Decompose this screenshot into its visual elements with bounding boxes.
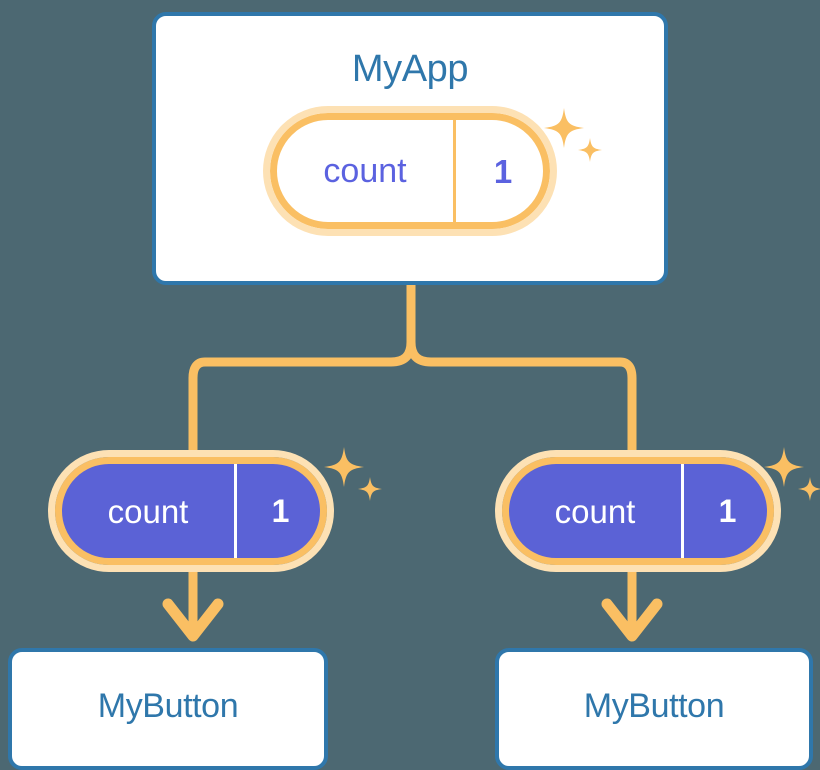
branch-left-line bbox=[188, 337, 416, 455]
state-pill-key: count bbox=[107, 492, 189, 530]
component-card-mybutton-left[interactable]: MyButton bbox=[8, 648, 328, 770]
component-name-myapp: MyApp bbox=[351, 48, 469, 90]
component-name-mybutton: MyButton bbox=[583, 687, 725, 725]
state-pill-body: count 1 bbox=[48, 450, 334, 572]
state-pill-mybutton-left[interactable]: count 1 bbox=[48, 450, 334, 572]
state-pill-key: count bbox=[554, 492, 636, 530]
sparkle-icon bbox=[324, 447, 382, 501]
state-pill-mybutton-right[interactable]: count 1 bbox=[495, 450, 781, 572]
state-pill-value: 1 bbox=[681, 464, 767, 558]
component-card-mybutton-right[interactable]: MyButton bbox=[495, 648, 813, 770]
state-pill-body: count 1 bbox=[495, 450, 781, 572]
state-pill-key: count bbox=[323, 152, 407, 190]
state-pill-body: count 1 bbox=[263, 106, 557, 236]
arrow-down-icon-right bbox=[601, 570, 663, 642]
state-pill-value: 1 bbox=[453, 120, 543, 222]
branch-right-line bbox=[406, 337, 637, 455]
state-pill-value: 1 bbox=[234, 464, 320, 558]
arrow-down-icon-left bbox=[162, 570, 224, 642]
component-name-mybutton: MyButton bbox=[97, 687, 239, 725]
state-pill-myapp[interactable]: count 1 bbox=[263, 106, 557, 236]
